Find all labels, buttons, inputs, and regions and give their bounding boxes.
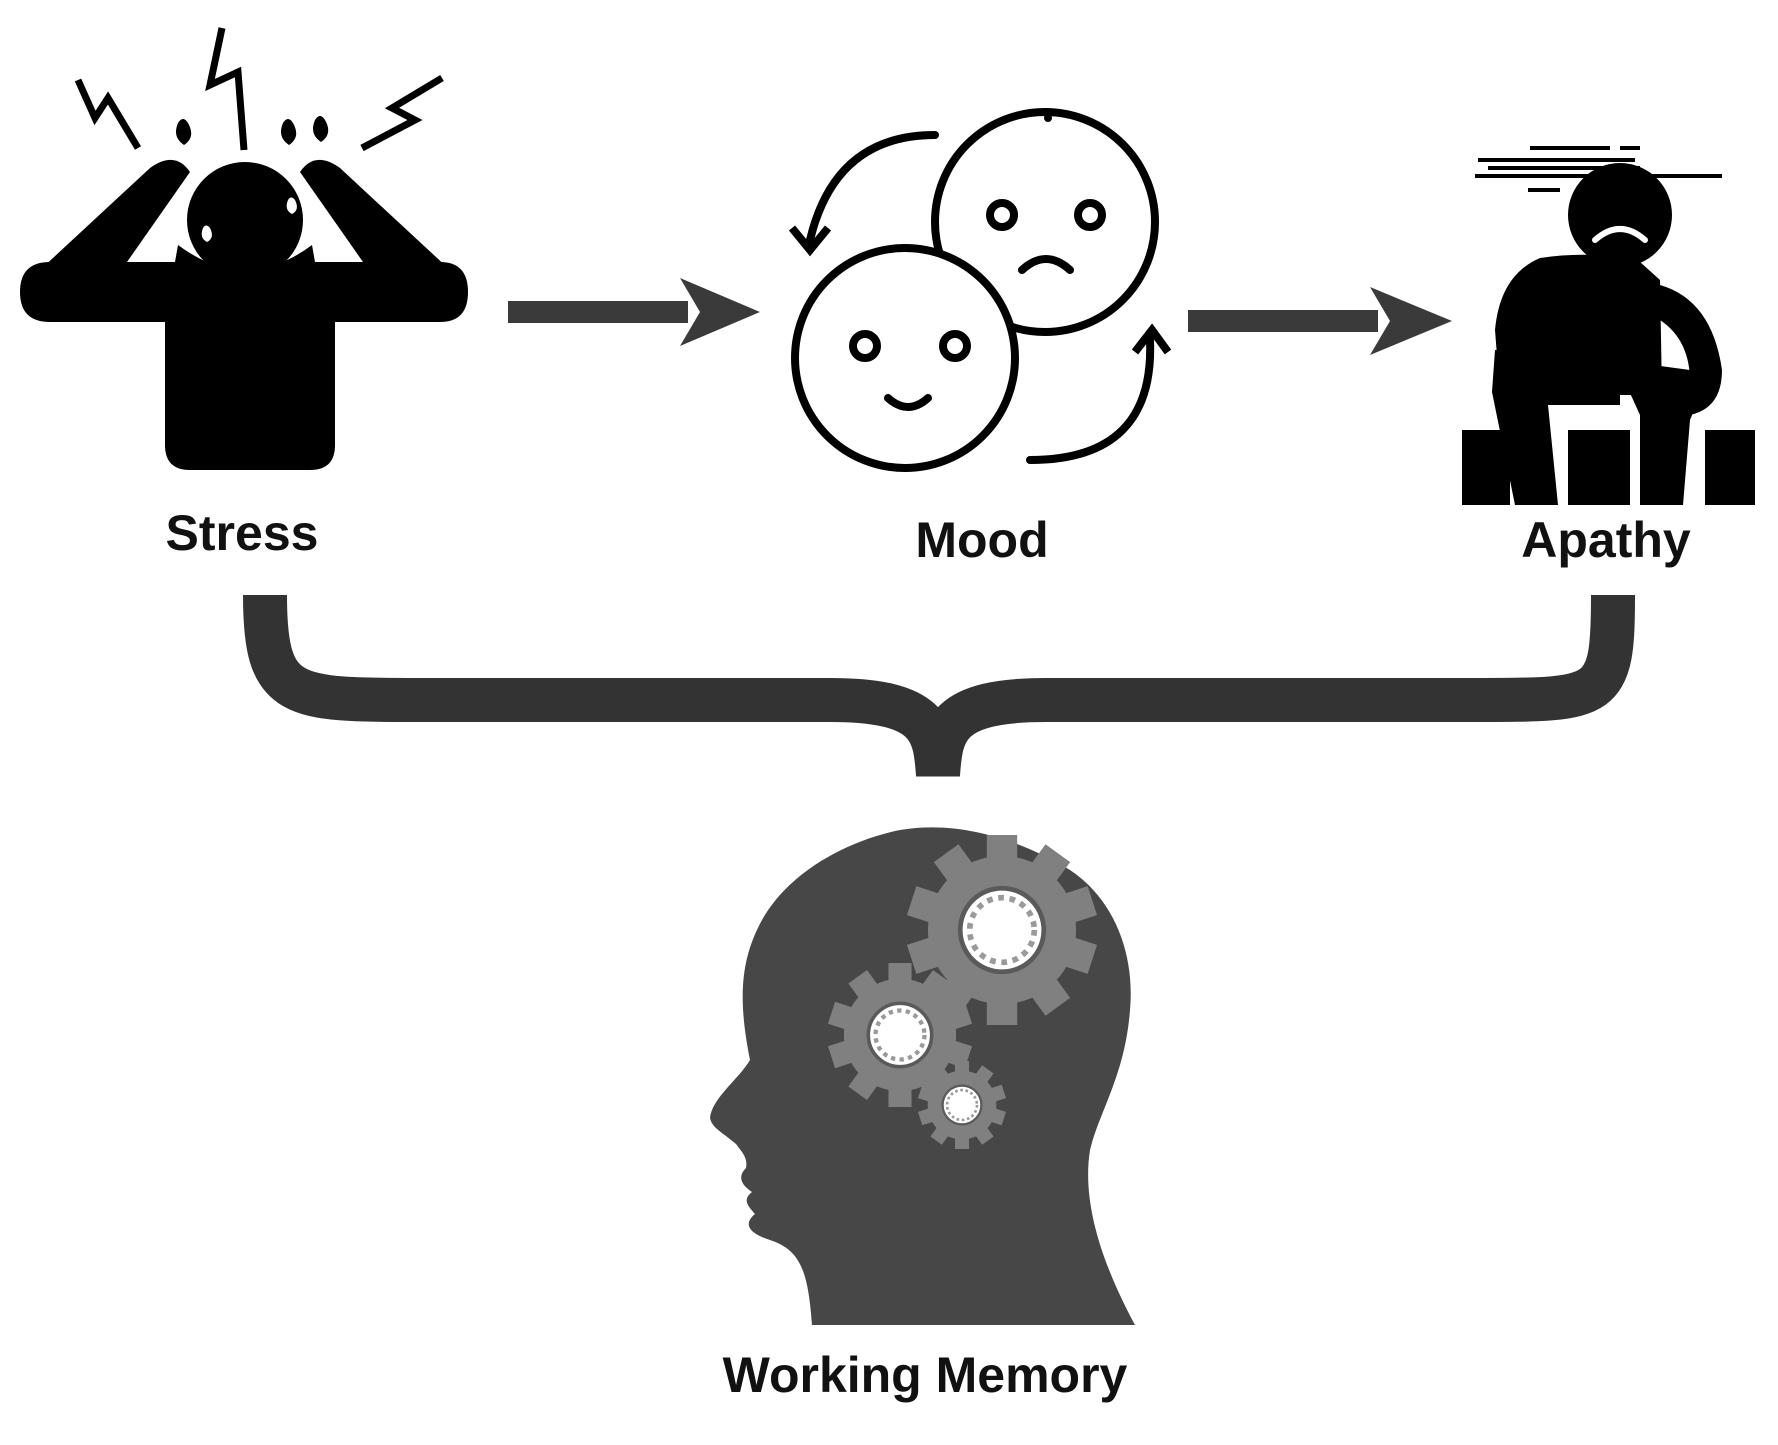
mood-swing-faces-icon	[788, 108, 1172, 472]
brace-to-working-memory	[243, 594, 1635, 777]
arrow-mood-to-apathy	[1188, 287, 1452, 355]
arrow-stress-to-mood	[508, 278, 760, 346]
stressed-person-icon	[20, 27, 468, 470]
head-with-gears-icon	[710, 827, 1135, 1325]
mood-label: Mood	[915, 512, 1048, 568]
apathetic-sitting-person-icon	[1462, 146, 1755, 505]
apathy-label: Apathy	[1521, 512, 1691, 568]
stress-label: Stress	[166, 505, 319, 561]
gear-small-icon	[916, 1059, 1008, 1151]
working-memory-label: Working Memory	[723, 1347, 1128, 1403]
